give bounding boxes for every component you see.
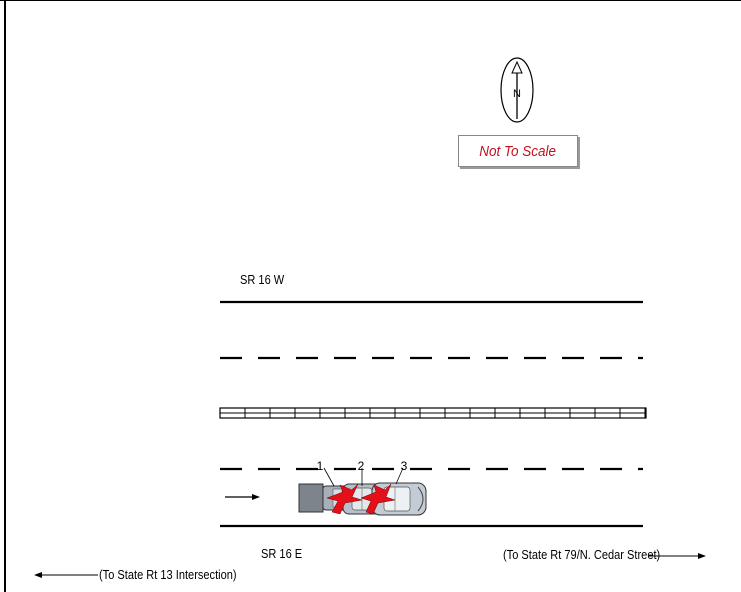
vehicle-2-number: 2	[358, 459, 365, 473]
impact-marker-icon	[360, 483, 396, 515]
north-arrow-icon	[500, 57, 534, 123]
north-letter: N	[513, 88, 521, 100]
road-label-west: SR 16 W	[240, 272, 285, 287]
travel-direction-arrow-icon	[225, 494, 260, 500]
vehicle-3-number: 3	[401, 459, 408, 473]
vehicle-3-leader	[395, 467, 404, 485]
left-direction-arrow-icon	[34, 572, 98, 578]
frame-top-border	[0, 0, 741, 1]
vehicle-1-number: 1	[317, 459, 324, 473]
scale-note: Not To Scale	[479, 142, 557, 160]
direction-label-left: (To State Rt 13 Intersection)	[99, 567, 237, 582]
impact-marker-icon	[326, 483, 363, 515]
direction-label-right: (To State Rt 79/N. Cedar Street)	[503, 547, 661, 562]
road-label-east: SR 16 E	[261, 546, 303, 561]
right-direction-arrow-icon	[649, 553, 706, 559]
median-guardrail	[219, 407, 647, 419]
frame-left-border	[4, 0, 6, 592]
vehicle-1-leader	[323, 467, 335, 487]
scale-note-box: Not To Scale	[458, 135, 578, 167]
